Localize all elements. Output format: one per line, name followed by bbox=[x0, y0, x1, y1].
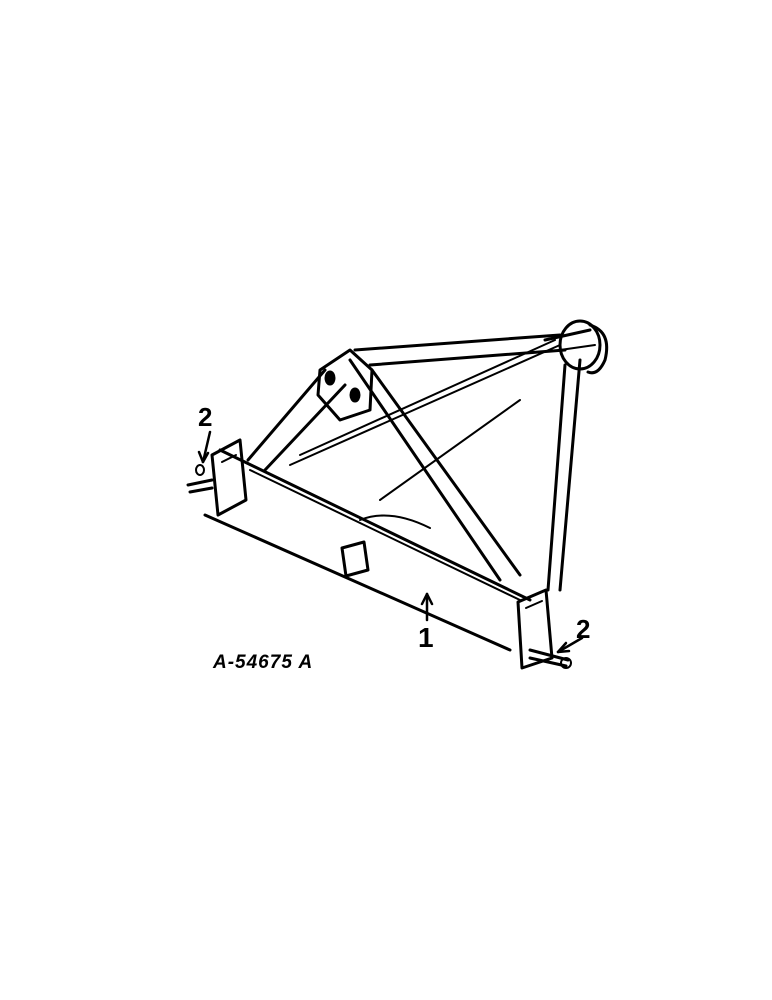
left-end-plate bbox=[186, 438, 248, 517]
top-rear-bar bbox=[353, 333, 567, 367]
diagonal-brace bbox=[289, 339, 561, 582]
lower-brace bbox=[379, 399, 521, 501]
left-leg bbox=[246, 368, 347, 472]
drawing-number: A-54675 A bbox=[213, 652, 314, 673]
callout-2-right-pin: 2 bbox=[576, 614, 591, 644]
leader-left-pin bbox=[201, 430, 212, 464]
callout-leaders bbox=[197, 430, 584, 654]
front-crossbar-tube bbox=[203, 448, 532, 652]
right-leg bbox=[546, 358, 582, 592]
callout-1-frame: 1 bbox=[418, 622, 434, 653]
callout-2-left-pin: 2 bbox=[198, 402, 213, 432]
mast-bracket bbox=[316, 348, 374, 422]
right-end-plate bbox=[516, 588, 572, 670]
center-clevis bbox=[340, 540, 370, 578]
leader-right-pin bbox=[556, 636, 584, 654]
